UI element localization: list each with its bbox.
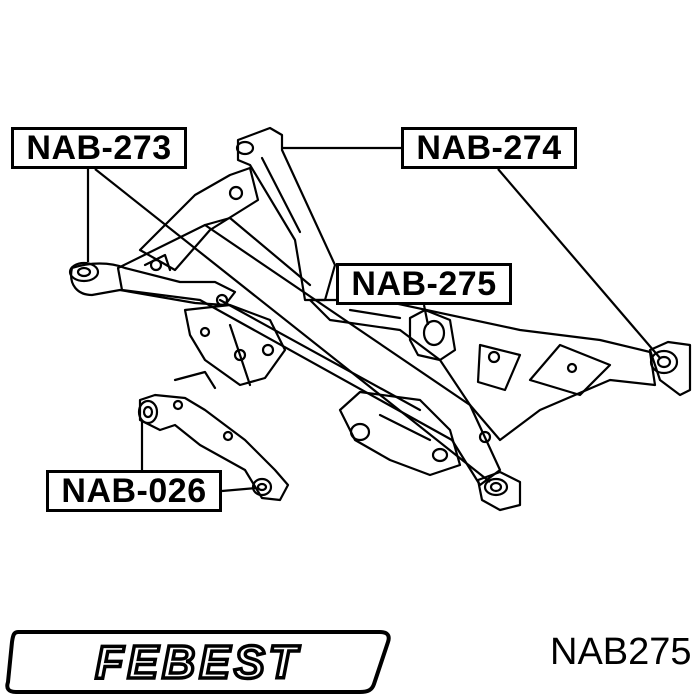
callout-nab-026: NAB-026 [46, 470, 222, 512]
left-front-arm [68, 261, 237, 307]
rear-crossmember [308, 298, 657, 442]
lower-trailing-link [137, 393, 290, 502]
bottom-right-bushing [476, 470, 522, 512]
callout-nab-274: NAB-274 [401, 127, 577, 169]
right-rear-bushing [648, 340, 692, 397]
febest-logo: FEBEST [5, 630, 391, 694]
callout-nab-273: NAB-273 [11, 127, 187, 169]
svg-text:FEBEST: FEBEST [95, 636, 300, 688]
leader-lines [86, 146, 661, 493]
center-bushing [348, 308, 457, 362]
upper-rear-rail [235, 126, 337, 302]
part-number: NAB275 [550, 631, 692, 673]
lower-bracket [173, 303, 287, 390]
upper-crossmember [138, 166, 260, 272]
callout-nab-275: NAB-275 [336, 263, 512, 305]
